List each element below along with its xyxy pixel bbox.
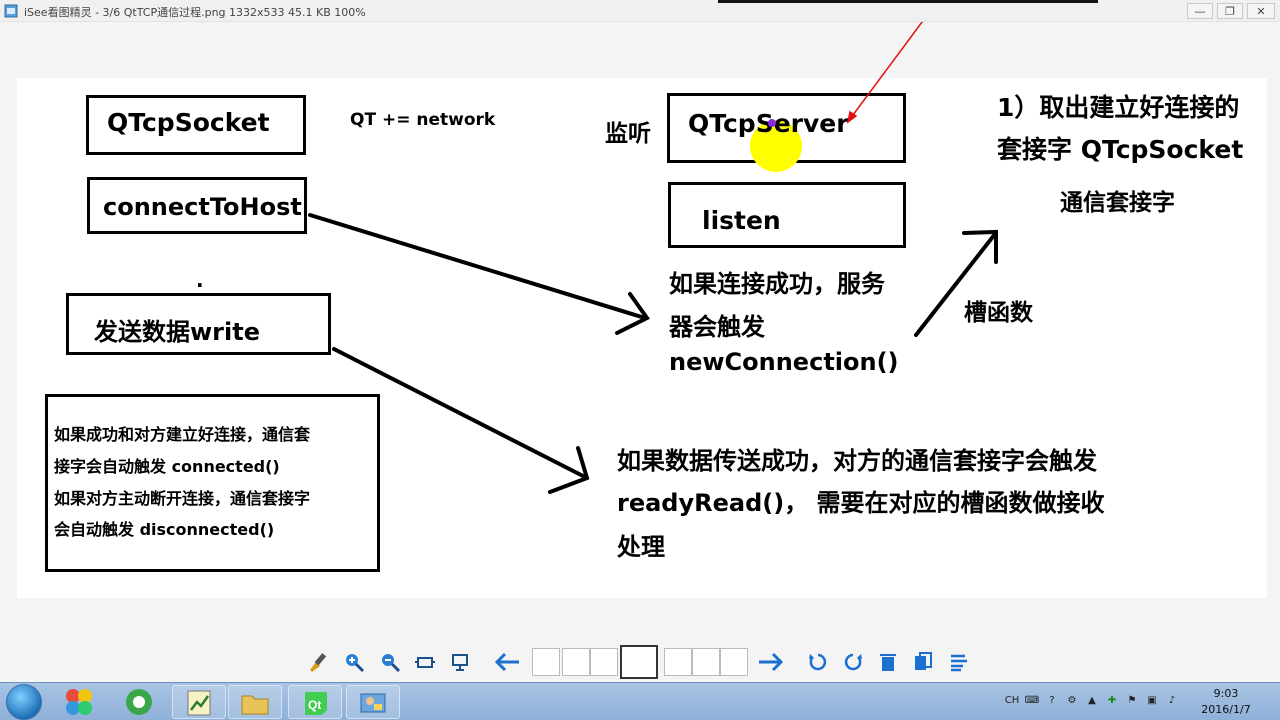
cursor-highlight [750,120,802,172]
next-arrow-icon[interactable] [756,650,786,674]
delete-icon[interactable] [876,650,900,674]
app-icon [4,4,18,18]
thumbnail-2[interactable] [562,648,590,676]
status-line-4: 会自动触发 disconnected() [54,520,275,539]
svg-text:Qt: Qt [308,698,321,712]
write-arrow [332,347,590,494]
status-box [45,394,380,572]
newconn-line-1: 如果连接成功，服务 [669,270,885,298]
window-title: iSee看图精灵 - 3/6 QtTCP通信过程.png 1332x533 45… [24,6,366,19]
keyboard-icon[interactable]: ⌨ [1024,695,1040,706]
browser-icon [126,689,152,715]
users-icon [360,693,386,713]
note-right-line-3: 通信套接字 [1060,190,1175,216]
listen-label: listen [702,206,781,235]
taskbar-app-5[interactable]: Qt [288,685,342,719]
connect-arrow [308,213,650,335]
qtcpsocket-label: QTcpSocket [107,108,270,137]
window-titlebar: iSee看图精灵 - 3/6 QtTCP通信过程.png 1332x533 45… [0,0,1280,22]
zoom-out-icon[interactable] [378,650,402,674]
ready-line-2: readyRead()， 需要在对应的槽函数做接收 [617,489,1105,517]
taskbar-app-4[interactable] [228,685,282,719]
status-line-1: 如果成功和对方建立好连接，通信套 [54,425,311,444]
ready-line-3: 处理 [617,533,665,561]
thumbnail-4[interactable] [664,648,692,676]
prev-arrow-icon[interactable] [492,650,522,674]
minimize-button[interactable]: — [1187,3,1213,19]
newconn-line-3: newConnection() [669,348,899,376]
ready-line-1: 如果数据传送成功，对方的通信套接字会触发 [617,447,1097,475]
cursor-dot [768,119,776,127]
slot-arrow [914,229,998,337]
status-line-3: 如果对方主动断开连接，通信套接字 [54,489,311,508]
write-box [66,293,331,355]
settings-icon[interactable]: ⚙ [1067,695,1077,706]
folder-icon [241,695,269,715]
connect-to-host-box [87,177,307,234]
image-viewer: QTcpSocket QT += network connectToHost .… [0,22,1280,642]
brush-icon[interactable] [306,650,330,674]
close-button[interactable]: ✕ [1247,3,1275,19]
title-overlay [718,0,1098,3]
taskbar-app-6[interactable] [346,685,400,719]
listen-box [668,182,906,248]
maximize-button[interactable]: ❐ [1217,3,1243,19]
show-hidden-icons[interactable]: ▲ [1088,695,1096,706]
thumbnail-5[interactable] [692,648,720,676]
clock-date: 2016/1/7 [1201,703,1251,716]
thumbnail-2b[interactable] [590,648,618,676]
thumbnail-6[interactable] [720,648,748,676]
taskbar-app-1[interactable] [52,685,106,719]
note-right-line-1: 1）取出建立好连接的 [997,93,1240,122]
arrows-layer [308,22,998,494]
red-pointer-arrow [846,22,923,124]
network-icon[interactable]: ▣ [1147,695,1157,706]
start-button[interactable] [6,684,42,720]
taskbar-app-3[interactable] [172,685,226,719]
viewer-toolbar [0,642,1280,682]
slot-label: 槽函数 [964,300,1033,326]
copy-icon[interactable] [911,650,935,674]
stray-dot: . [196,268,204,292]
note-right-line-2: 套接字 QTcpSocket [997,135,1244,164]
thumbnail-1[interactable] [532,648,560,676]
newconn-line-2: 器会触发 [669,313,765,341]
chart-app-icon [187,690,211,716]
listen-cn-label: 监听 [605,121,651,147]
add-icon[interactable]: ✚ [1107,695,1117,706]
clock-time: 9:03 [1213,687,1239,700]
taskbar: Qt CH ⌨ ? ⚙ ▲ ✚ ⚑ ▣ ♪ 9:03 2016/1/7 [0,682,1280,720]
taskbar-app-2[interactable] [112,685,166,719]
qt-network-label: QT += network [350,110,496,130]
thumbnail-current[interactable] [620,645,658,679]
status-line-2: 接字会自动触发 connected() [54,457,280,476]
connect-to-host-label: connectToHost [103,193,302,221]
clock[interactable]: 9:03 2016/1/7 [1196,686,1256,718]
qt-icon: Qt [305,692,327,715]
menu-icon[interactable] [947,650,971,674]
ime-indicator[interactable]: CH [1004,695,1020,706]
flag-icon[interactable]: ⚑ [1127,695,1137,706]
volume-icon[interactable]: ♪ [1168,695,1176,706]
fit-window-icon[interactable] [413,650,437,674]
zoom-in-icon[interactable] [342,650,366,674]
actual-size-icon[interactable] [448,650,472,674]
qtcpsocket-box [86,95,306,155]
rotate-left-icon[interactable] [806,650,830,674]
rotate-right-icon[interactable] [841,650,865,674]
colorful-app-icon [66,689,92,715]
write-label: 发送数据write [94,318,260,346]
help-icon[interactable]: ? [1049,695,1055,706]
